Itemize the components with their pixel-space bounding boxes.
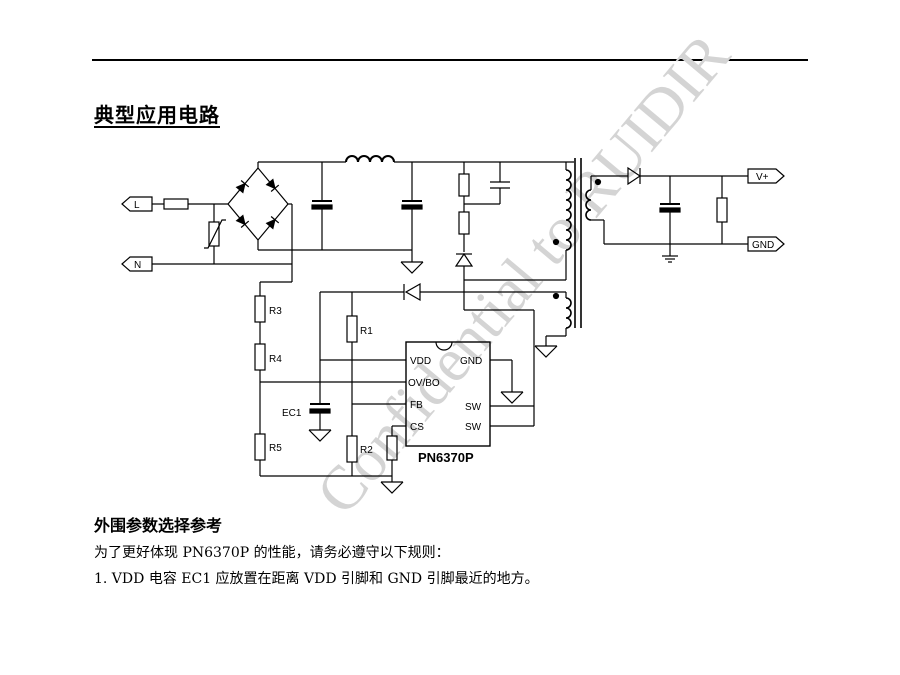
r4-label: R4 [269,354,282,365]
ic-pin-fb: FB [410,400,423,411]
resistor-r3 [254,295,266,323]
pn6370p-ic: VDD OV/BO FB CS GND SW SW PN6370P [405,341,491,465]
ic-part-number: PN6370P [418,450,474,465]
output-capacitor [659,176,681,263]
application-circuit-schematic: L N [121,155,785,494]
r5-label: R5 [269,443,282,454]
resistor-r4 [254,343,266,371]
resistor-r5 [254,433,266,461]
flyback-transformer [464,158,602,329]
vout-ground-port: GND [747,236,785,252]
vout-positive-label: V+ [756,172,769,183]
output-rectifier-diode [627,166,642,186]
vdd-supply-diode [403,282,421,302]
vout-ground-label: GND [752,240,774,251]
bulk-capacitor-2 [401,162,423,262]
ic-pin-ovbo: OV/BO [408,378,440,389]
r1-label: R1 [360,326,373,337]
fuse [163,198,189,210]
resistor-r1 [346,315,358,343]
bulk-capacitor-1 [311,162,333,250]
r3-label: R3 [269,306,282,317]
ic-pin-sw2: SW [465,422,482,433]
neutral-port-label: N [134,260,141,271]
vout-positive-port: V+ [747,168,785,184]
neutral-input-port: N [121,256,153,272]
filter-inductor [345,155,395,163]
header-rule [92,59,808,61]
cs-sense-resistor [386,435,398,461]
section-title: 典型应用电路 [94,103,220,127]
line-port-label: L [134,200,140,211]
snubber-resistor-2 [458,211,470,235]
peripheral-section-title: 外围参数选择参考 [94,516,223,535]
resistor-r2 [346,435,358,463]
ic-pin-sw1: SW [465,402,482,413]
ic-pin-cs: CS [410,422,424,433]
line-input-port: L [121,196,153,212]
peripheral-rule-1: 1. VDD 电容 EC1 应放置在距离 VDD 引脚和 GND 引脚最近的地方… [94,571,539,587]
ic-pin-gnd: GND [460,356,482,367]
ic-pin-vdd: VDD [410,356,431,367]
snubber-resistor [458,173,470,197]
ec1-label: EC1 [282,408,302,419]
capacitor-ec1 [309,403,331,430]
peripheral-intro-text: 为了更好体现 PN6370P 的性能，请务必遵守以下规则： [94,545,450,561]
snubber-diode [454,252,474,267]
r2-label: R2 [360,445,373,456]
dummy-load-resistor [716,197,728,223]
bridge-rectifier [227,167,289,241]
